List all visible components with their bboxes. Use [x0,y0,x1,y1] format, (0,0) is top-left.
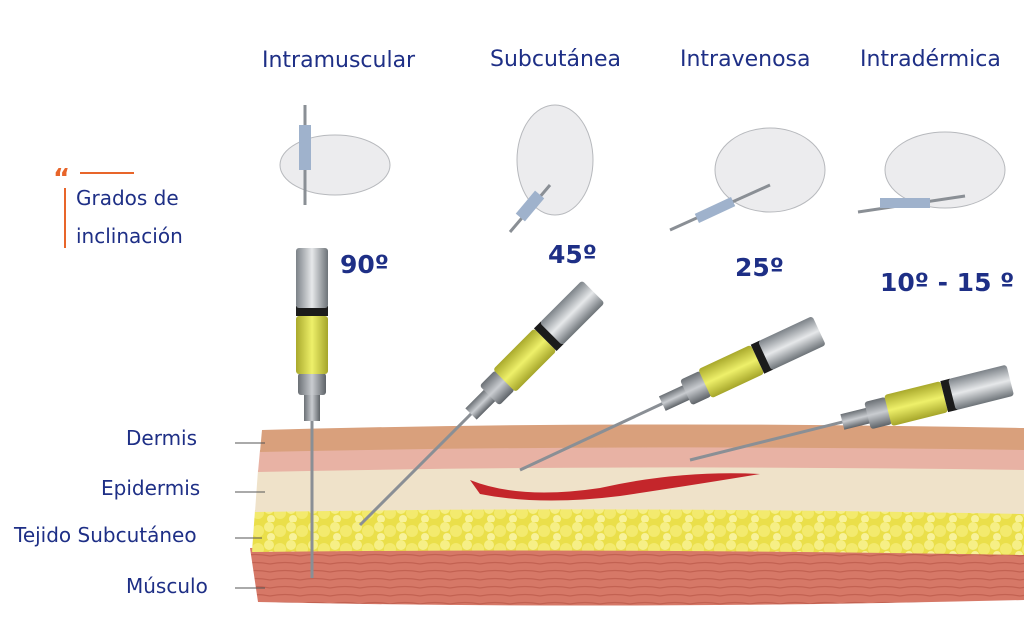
callout-line-1: Grados de [76,186,179,210]
route-title-subcutaneous: Subcutánea [490,47,621,72]
route-title-intradermal: Intradérmica [860,47,1001,72]
dermis-layer [260,424,1024,452]
hand-intravenous [669,127,826,232]
callout-quote-icon: “ [53,164,71,194]
hand-subcutaneous [508,104,594,233]
layer-label-epidermis: Epidermis [101,476,201,500]
hand-intradermal [857,131,1006,214]
angle-subcutaneous: 45º [548,240,597,269]
skin-cross-section [250,424,1024,606]
layer-label-muscle: Músculo [126,574,208,598]
angle-intradermal: 10º - 15 º [880,268,1015,297]
subcutaneous-layer [252,506,1024,555]
vein [470,473,760,501]
callout-text: Grados de inclinación [76,179,183,255]
callout-line-2: inclinación [76,224,183,248]
dermis-pink-layer [258,445,1024,472]
angle-intravenous: 25º [735,253,784,282]
route-title-intravenous: Intravenosa [680,47,811,72]
layer-label-subcutaneous: Tejido Subcutáneo [14,523,197,547]
hand-intramuscular [279,105,391,205]
callout-accent [64,172,134,248]
angle-intramuscular: 90º [340,250,389,279]
route-title-intramuscular: Intramuscular [262,48,416,73]
layer-leaders [235,442,265,589]
muscle-layer [250,545,1024,606]
layer-label-dermis: Dermis [126,426,198,450]
